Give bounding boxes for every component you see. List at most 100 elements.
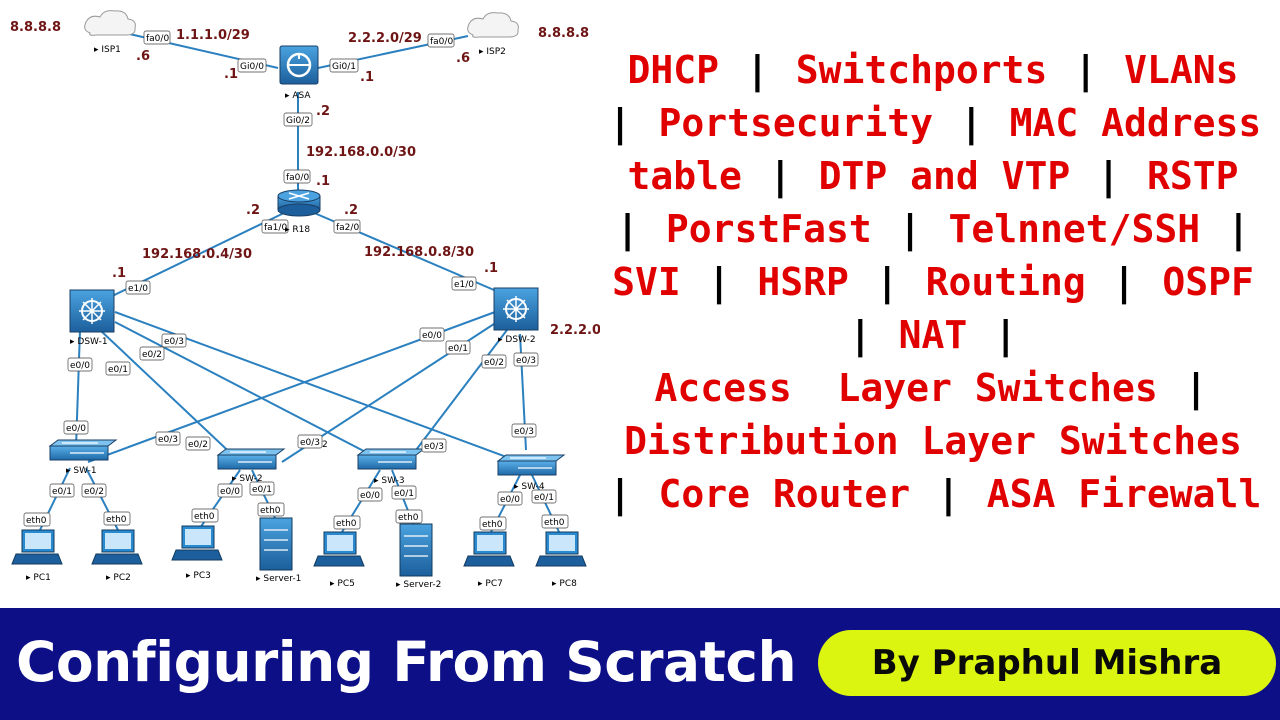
port-label: fa0/0: [146, 34, 169, 44]
port-label: eth0: [194, 512, 215, 522]
link-dsw1-sw2: [99, 329, 241, 463]
topic-item: ASA Firewall: [986, 472, 1262, 516]
topic-separator: |: [1112, 260, 1136, 304]
node-label-pc7: ▸ PC7: [478, 579, 503, 589]
topic-item: OSPF: [1162, 260, 1254, 304]
sw3-switch-icon: [356, 448, 426, 470]
port-label: e0/3: [158, 435, 178, 445]
topic-separator: |: [1074, 48, 1098, 92]
port-label: e0/2: [188, 440, 208, 450]
host-octet-label: .2: [344, 203, 358, 218]
sw2-switch-icon: [216, 448, 286, 470]
node-label-dsw1: ▸ DSW-1: [70, 337, 108, 347]
node-label-asa: ▸ ASA: [285, 91, 311, 101]
node-label-pc3: ▸ PC3: [186, 571, 211, 581]
dsw2-switch-icon: [493, 287, 539, 331]
port-label: eth0: [336, 519, 357, 529]
port-label: e0/3: [514, 427, 534, 437]
pc1-computer-icon: [11, 529, 63, 565]
port-label: fa0/0: [430, 37, 453, 47]
port-label: eth0: [544, 518, 565, 528]
topic-item: VLANs: [1124, 48, 1239, 92]
topic-item: Distribution Layer Switches: [624, 419, 1242, 463]
isp2-cloud-icon: [467, 12, 519, 38]
node-label-pc2: ▸ PC2: [106, 573, 131, 583]
topic-item: Core Router: [658, 472, 911, 516]
topic-separator: |: [898, 207, 922, 251]
topic-separator: |: [616, 207, 639, 251]
port-label: e0/0: [220, 487, 240, 497]
sw4-switch-icon: [496, 454, 566, 476]
port-label: eth0: [482, 520, 503, 530]
network-label-dsw2-extra: 2.2.2.0: [550, 323, 600, 338]
host-octet-label: .6: [456, 51, 470, 66]
network-label-isp1: 1.1.1.0/29: [176, 28, 250, 43]
node-label-r18: ▸ R18: [285, 225, 310, 235]
topic-separator: |: [1097, 154, 1121, 198]
title-banner: Configuring From Scratch By Praphul Mish…: [0, 608, 1280, 720]
topic-separator: |: [959, 101, 983, 145]
topic-separator: |: [1184, 366, 1208, 410]
port-label: Gi0/0: [240, 62, 264, 72]
topic-item: MAC Address table: [627, 101, 1262, 198]
port-label: e0/2: [84, 487, 104, 497]
link-dsw2-sw3: [409, 329, 508, 459]
topic-item: Access Layer Switches: [654, 366, 1158, 410]
pc5-computer-icon: [313, 531, 365, 567]
node-label-dsw2: ▸ DSW-2: [498, 335, 536, 345]
port-label: fa1/0: [264, 223, 287, 233]
port-label: fa2/0: [336, 223, 359, 233]
node-label-server1: ▸ Server-1: [256, 574, 301, 584]
port-label: e1/0: [128, 284, 148, 294]
host-octet-label: .2: [316, 104, 330, 119]
port-label: eth0: [260, 506, 281, 516]
topic-separator: |: [994, 313, 1018, 357]
server2-server-icon: [399, 523, 433, 577]
links: [39, 32, 561, 535]
host-octet-label: .1: [484, 261, 498, 276]
topic-item: HSRP: [757, 260, 849, 304]
node-label-server2: ▸ Server-2: [396, 580, 441, 590]
port-label: e0/1: [534, 493, 554, 503]
port-label: e0/0: [360, 491, 380, 501]
host-octet-label: .2: [246, 203, 260, 218]
topic-separator: |: [768, 154, 792, 198]
topic-separator: |: [875, 260, 899, 304]
node-labels: ▸ ISP1 ▸ ISP2 ▸ ASA ▸ R18 ▸ DSW-1 ▸ DSW-…: [26, 45, 577, 590]
port-label: e0/3: [164, 337, 184, 347]
topic-item: Telnnet/SSH: [948, 207, 1201, 251]
r18-router-icon: [277, 189, 321, 217]
port-label: 2: [322, 440, 328, 450]
port-label: Gi0/1: [332, 62, 356, 72]
node-label-sw3: ▸ SW-3: [374, 476, 405, 486]
pc3-computer-icon: [171, 525, 223, 561]
port-label: Gi0/2: [286, 116, 310, 126]
pc2-computer-icon: [91, 529, 143, 565]
port-label: eth0: [106, 515, 127, 525]
sw1-switch-icon: [48, 439, 118, 461]
topic-item: PorstFast: [665, 207, 872, 251]
topic-item: RSTP: [1146, 154, 1239, 198]
isp1-cloud-icon: [84, 10, 136, 36]
node-label-isp1: ▸ ISP1: [94, 45, 121, 55]
author-badge: By Praphul Mishra: [818, 630, 1276, 696]
node-label-isp2: ▸ ISP2: [479, 47, 506, 57]
topic-item: Portsecurity: [658, 101, 933, 145]
port-label: e0/0: [70, 361, 90, 371]
port-label-boxes: [23, 30, 569, 531]
port-labels: fa0/0 Gi0/0 Gi0/1 fa0/0 Gi0/2 fa0/0 fa1/…: [26, 34, 565, 530]
pc8-computer-icon: [535, 531, 587, 567]
port-label: e1/0: [454, 280, 474, 290]
port-label: e0/0: [66, 424, 86, 434]
network-label-asa-r18: 192.168.0.0/30: [306, 145, 416, 160]
node-label-pc1: ▸ PC1: [26, 573, 51, 583]
host-octet-label: .6: [136, 49, 150, 64]
topic-separator: |: [608, 472, 632, 516]
host-octet-label: .1: [360, 70, 374, 85]
port-label: e0/1: [394, 489, 414, 499]
network-label-isp2: 2.2.2.0/29: [348, 31, 422, 46]
port-label: eth0: [398, 513, 419, 523]
topic-separator: |: [937, 472, 960, 516]
network-label-r18-dsw1: 192.168.0.4/30: [142, 247, 252, 262]
server1-server-icon: [259, 517, 293, 571]
